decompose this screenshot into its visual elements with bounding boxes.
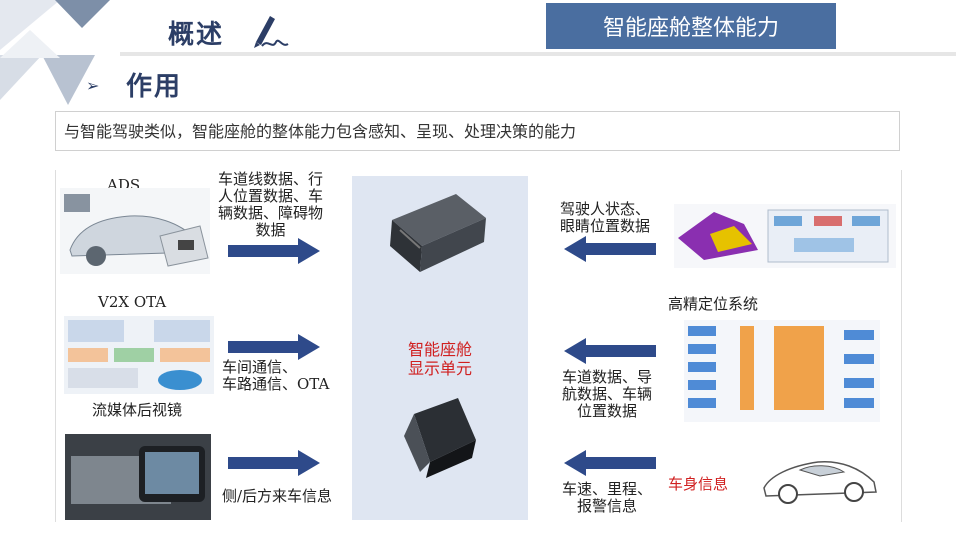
bullet-arrow-icon: ➢ — [86, 76, 100, 95]
arrow-right-icon — [228, 238, 320, 264]
mirror-label: 流媒体后视镜 — [92, 401, 183, 419]
ads-car-image — [60, 188, 210, 274]
body-data-text: 车速、里程、 报警信息 — [562, 480, 653, 515]
mirror-data-text: 侧/后方来车信息 — [222, 487, 333, 505]
rearview-mirror-image — [65, 434, 211, 520]
center-unit-label: 智能座舱 显示单元 — [407, 340, 472, 378]
v2x-data-text: 车间通信、 车路通信、OTA — [222, 358, 330, 393]
arrow-right-icon — [228, 450, 320, 476]
sports-car-image — [763, 460, 877, 504]
arrow-left-icon — [564, 450, 656, 476]
pen-icon — [254, 16, 289, 48]
arrow-left-icon — [564, 236, 656, 262]
arrow-right-icon — [228, 334, 320, 360]
arrow-left-icon — [564, 338, 656, 364]
ads-data-text: 车道线数据、行 人位置数据、车 辆数据、障碍物 数据 — [218, 170, 324, 239]
overview-heading: 概述 — [168, 20, 225, 50]
gps-data-text: 车道数据、导 航数据、车辆 位置数据 — [562, 368, 653, 420]
gps-system-image — [684, 320, 880, 422]
v2x-diagram-image — [64, 316, 214, 394]
display-unit-box-image — [390, 194, 486, 272]
corner-decoration — [0, 0, 110, 105]
topic-banner: 智能座舱整体能力 — [546, 3, 836, 49]
driver-monitor-image — [674, 204, 896, 268]
v2x-label: V2X OTA — [98, 293, 167, 311]
gps-label: 高精定位系统 — [668, 295, 759, 313]
description-box: 与智能驾驶类似，智能座舱的整体能力包含感知、呈现、处理决策的能力 — [55, 111, 900, 151]
display-unit-device-image — [404, 398, 476, 478]
section-title: 作用 — [126, 72, 183, 102]
driver-data-text: 驾驶人状态、 眼睛位置数据 — [560, 200, 651, 235]
title-underline — [120, 52, 956, 56]
body-info-label: 车身信息 — [668, 475, 729, 493]
